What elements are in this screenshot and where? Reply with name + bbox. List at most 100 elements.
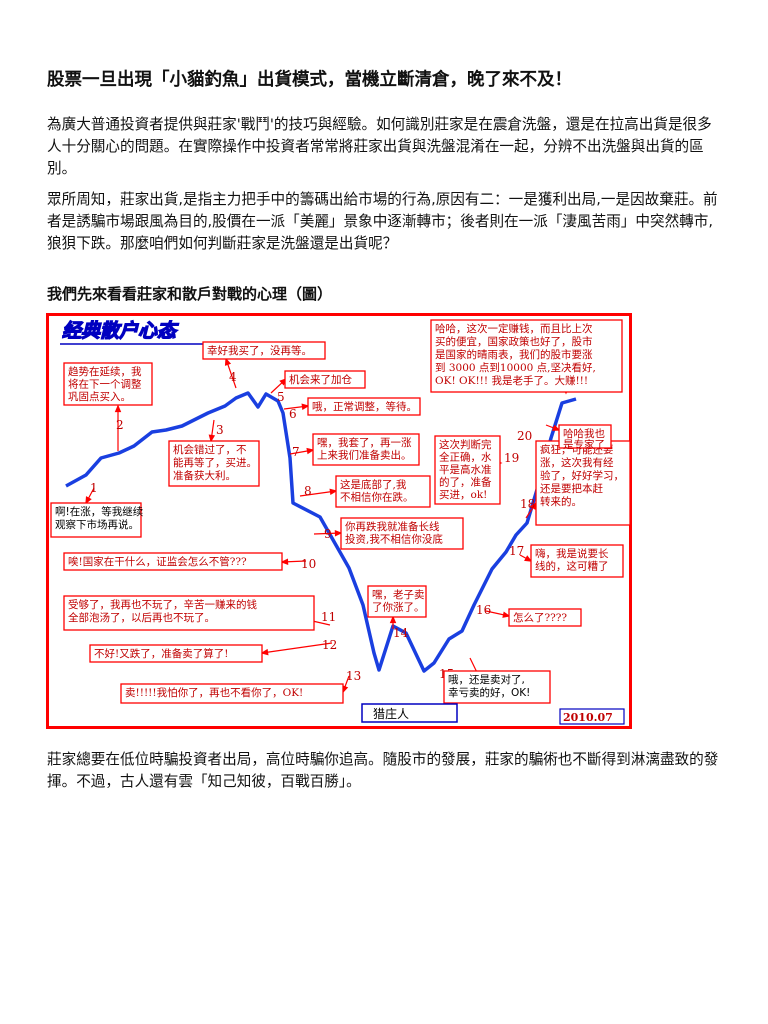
callout-line: 嘿，我套了，再一涨 (317, 436, 412, 449)
step-number-18: 18 (520, 497, 535, 511)
callout-line: 幸好我买了，没再等。 (207, 344, 312, 357)
arrow-head (334, 529, 343, 537)
investor-psychology-figure: 经典散户心态 1234567891011121314151617181920 趋… (46, 313, 632, 729)
callout-line: 怎么了???? (513, 611, 567, 624)
callout-line: 观察下市场再说。 (55, 518, 139, 531)
callout-line: 哈哈，这次一定赚钱，而且比上次 (435, 322, 593, 335)
context-paragraph: 眾所周知，莊家出貨,是指主力把手中的籌碼出給市場的行為,原因有二：一是獲利出局,… (47, 191, 718, 252)
callout-line: 机会来了加仓 (289, 373, 352, 386)
callout-line: 卖!!!!!我怕你了，再也不看你了，OK! (125, 686, 303, 699)
step-number-10: 10 (301, 557, 316, 571)
callout-line: 线的，这可糟了 (535, 560, 609, 573)
callout-line: 嗨，我是说要长 (535, 547, 609, 560)
date-label: 2010.07 (563, 711, 613, 724)
arrow-head (85, 496, 92, 505)
step-number-5: 5 (277, 390, 285, 404)
callout-line: 幸亏卖的好，OK! (448, 686, 530, 699)
callout-line: 啊!在涨，等我继续 (55, 505, 144, 518)
step-number-11: 11 (321, 610, 336, 624)
step-number-2: 2 (116, 418, 124, 432)
hunter-label: 猎庄人 (373, 706, 409, 721)
arrow-head (389, 615, 397, 624)
callout-line: 这是底部了,我 (340, 478, 407, 491)
callout-line: 买的便宜，国家政策也好了，股市 (435, 335, 593, 348)
callout-line: 全正确，水 (439, 451, 492, 464)
step-number-14: 14 (393, 626, 409, 640)
arrow-head (301, 403, 310, 410)
callout-glad: 幸好我买了，没再等。 (202, 341, 326, 360)
callout-line: OK! OK!!! 我是老手了。大赚!!! (435, 374, 588, 387)
callout-line: 哦，正常调整，等待。 (312, 400, 417, 413)
arrow-head (306, 447, 315, 455)
step-numbers: 1234567891011121314151617181920 (90, 370, 535, 683)
step-number-1: 1 (90, 481, 98, 495)
price-curve (65, 391, 577, 673)
arrow-head (502, 611, 511, 618)
callout-big: 哈哈，这次一定赚钱，而且比上次买的便宜，国家政策也好了，股市是国家的晴雨表，我们… (430, 319, 623, 393)
callout-line: 哦，还是卖对了, (448, 673, 525, 686)
step-number-13: 13 (346, 669, 361, 683)
callout-line: 转来的。 (540, 495, 582, 508)
step-number-16: 16 (476, 603, 491, 617)
callout-line: 到 3000 点到10000 点,坚决看好, (435, 361, 596, 374)
callout-line: 平是高水准 (439, 463, 492, 476)
callout-line: 是专家了 (563, 438, 605, 451)
arrow-head (329, 488, 338, 496)
callout-line: 唉!国家在干什么，证监会怎么不管??? (68, 555, 247, 568)
callout-line: 不相信你在跌。 (340, 491, 414, 504)
callout-line: 能再等了，买进。 (173, 456, 257, 469)
callout-oh: 哦，还是卖对了,幸亏卖的好，OK! (443, 670, 551, 704)
callout-line: 不好!又跌了，准备卖了算了! (94, 647, 228, 660)
callout-line: 哈哈我也 (563, 427, 605, 440)
step-number-8: 8 (304, 484, 312, 498)
step-number-4: 4 (229, 370, 237, 384)
callout-line: 趋势在延续，我 (68, 365, 142, 378)
intro-paragraph: 為廣大普通投資者提供與莊家'戰鬥'的技巧與經驗。如何識別莊家是在震倉洗盤，還是在… (47, 116, 712, 177)
step-number-17: 17 (509, 544, 524, 558)
callout-line: 验了，好好学习， (540, 469, 624, 482)
arrow-head (260, 648, 269, 656)
step-number-19: 19 (504, 451, 519, 465)
arrow-head (552, 424, 561, 431)
figure-subtitle: 我們先來看看莊家和散戶對戰的心理（圖） (47, 285, 333, 303)
callout-arrow (261, 642, 333, 654)
callout-line: 了你涨了。 (372, 601, 425, 614)
callout-line: 嘿，老子卖 (372, 588, 425, 601)
step-number-20: 20 (517, 429, 532, 443)
page-title: 股票一旦出現「小貓釣魚」出貨模式，當機立斷清倉，晚了來不及！ (47, 70, 572, 90)
figure-heading: 经典散户心态 (62, 320, 179, 342)
callout-line: 你再跌我就准备长线 (345, 520, 440, 533)
callout-line: 全部泡汤了，以后再也不玩了。 (68, 611, 215, 624)
callout-line: 机会错过了，不 (173, 443, 247, 456)
callout-what: 怎么了???? (508, 608, 582, 627)
callout-line: 准备获大利。 (173, 469, 236, 482)
closing-paragraph: 莊家總要在低位時騙投資者出局，高位時騙你追高。隨股市的發展，莊家的騙術也不斷得到… (47, 751, 719, 790)
step-number-6: 6 (289, 407, 297, 421)
callout-sell: 不好!又跌了，准备卖了算了! (89, 644, 263, 663)
step-number-3: 3 (216, 423, 224, 437)
callout-sold: 卖!!!!!我怕你了，再也不看你了，OK! (120, 683, 344, 704)
callout-line: 买进，ok! (439, 489, 487, 501)
arrow-head (114, 404, 122, 413)
callout-line: 这次判断完 (439, 438, 492, 451)
arrow-head (280, 558, 289, 565)
callout-line: 投资,我不相信你没底 (345, 533, 443, 546)
callout-chance: 机会来了加仓 (284, 370, 366, 389)
callout-line: 将在下一个调整 (68, 378, 142, 391)
arrow-head (524, 555, 533, 562)
arrow-head (224, 357, 232, 366)
step-number-7: 7 (292, 445, 300, 459)
callout-line: 是国家的晴雨表，我们的股市要涨 (435, 348, 593, 361)
callout-normal: 哦，正常调整，等待。 (307, 397, 421, 416)
